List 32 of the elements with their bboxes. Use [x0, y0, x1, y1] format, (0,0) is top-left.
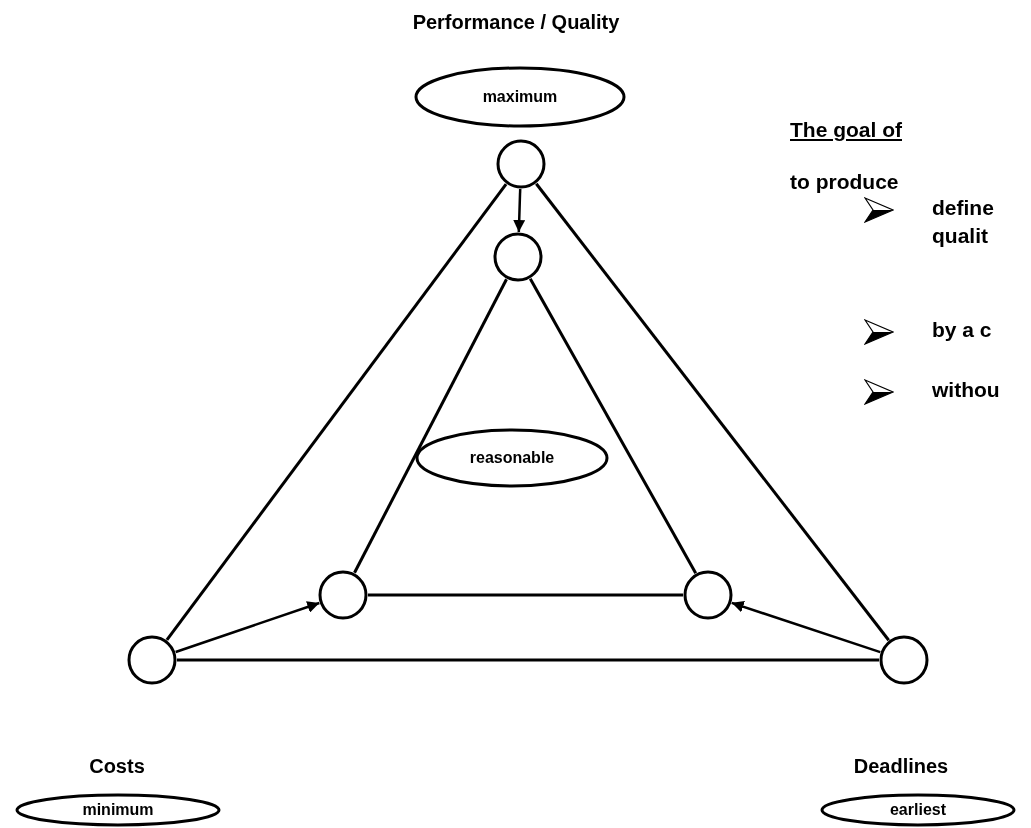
heading-text: The goal of	[790, 118, 902, 142]
ellipse-node	[15, 793, 221, 827]
connector-line	[177, 658, 879, 662]
connector-line	[165, 183, 508, 641]
ellipse-label: earliest	[889, 801, 946, 819]
bullet-text: qualit	[932, 224, 988, 248]
circle-node	[127, 635, 177, 685]
connector-line	[368, 593, 683, 597]
arrow	[513, 188, 526, 233]
arrow	[175, 601, 320, 654]
ellipse-node	[414, 66, 626, 128]
bullet-text: by a c	[932, 318, 992, 342]
bullet-text: withou	[932, 378, 1000, 402]
circle-node	[496, 139, 546, 189]
connector-line	[528, 278, 698, 574]
ellipse-label: minimum	[82, 801, 154, 819]
circle-node	[318, 570, 368, 620]
body-text: to produce	[790, 170, 899, 194]
ellipse-label: reasonable	[469, 449, 555, 467]
heading-label: Performance / Quality	[412, 10, 620, 34]
heading-label: Deadlines	[853, 754, 949, 778]
ellipse-node	[415, 428, 609, 488]
bullet-text: define	[932, 196, 994, 220]
circle-node	[879, 635, 929, 685]
circle-node	[683, 570, 733, 620]
heading-label: Costs	[89, 754, 145, 778]
connector-line	[353, 278, 508, 574]
arrow	[731, 600, 881, 654]
connector-line	[535, 182, 890, 642]
ellipse-node	[820, 793, 1016, 827]
circle-node	[493, 232, 543, 282]
ellipse-label: maximum	[482, 88, 558, 106]
